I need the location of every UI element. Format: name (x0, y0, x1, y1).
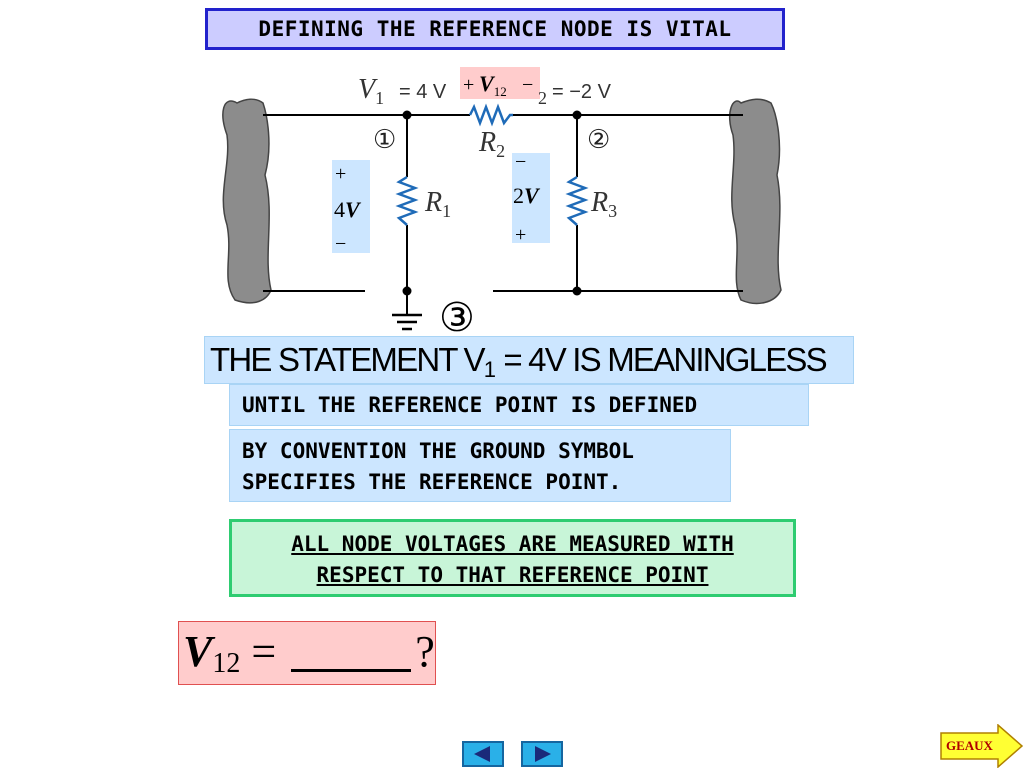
v2-subscript: 2 (538, 88, 547, 108)
circuit-diagram: + V12 − V1 = 4 V 2 = −2 V ① ② ③ R1 R2 R3… (222, 67, 782, 345)
node-1-marker: ① (373, 125, 396, 155)
question-v: V (183, 627, 213, 676)
resistor-r1-icon (395, 175, 419, 226)
statement-banner: THE STATEMENT V1 = 4V IS MEANINGLESS (204, 336, 854, 384)
wires (263, 114, 743, 315)
question-eq: = (240, 627, 288, 676)
all-nodes-line-2: RESPECT TO THAT REFERENCE POINT (316, 563, 709, 587)
mid-box-plus: + (515, 224, 526, 246)
mid-voltage-box (512, 153, 550, 243)
v1-value: = 4 V (399, 81, 447, 103)
until-note: UNTIL THE REFERENCE POINT IS DEFINED (229, 384, 809, 426)
answer-blank (291, 629, 412, 672)
v1-label: V1 (358, 74, 384, 108)
all-nodes-line-1: ALL NODE VOLTAGES ARE MEASURED WITH (291, 532, 734, 556)
statement-sub: 1 (483, 357, 496, 382)
arrow-right-icon (940, 723, 1024, 769)
v2-value: = −2 V (552, 81, 612, 103)
left-box-plus: + (335, 163, 346, 185)
mid-box-minus: − (515, 151, 526, 173)
resistor-r3-icon (565, 175, 589, 226)
v12-plus: + (463, 74, 474, 96)
geaux-button[interactable]: GEAUX (940, 723, 1024, 769)
left-electrode (222, 98, 272, 304)
v12-highlight (460, 67, 540, 99)
r1-label: R1 (424, 187, 451, 221)
mid-box-value: 2V (513, 183, 541, 208)
slide-title: DEFINING THE REFERENCE NODE IS VITAL (205, 8, 785, 50)
v12-minus: − (522, 74, 533, 96)
left-triangle-icon (474, 746, 490, 762)
next-slide-button[interactable] (521, 741, 563, 767)
r2-label: R2 (478, 127, 505, 161)
left-box-minus: − (335, 233, 346, 255)
question-sub: 12 (212, 648, 241, 679)
right-electrode (729, 98, 782, 305)
statement-post: = 4V IS MEANINGLESS (495, 341, 827, 378)
node-3-marker: ③ (439, 295, 475, 341)
left-voltage-box (332, 160, 370, 253)
v12-question: V12 = ? (178, 621, 436, 685)
all-nodes-note: ALL NODE VOLTAGES ARE MEASURED WITH RESP… (229, 519, 796, 597)
r3-label: R3 (590, 187, 617, 221)
geaux-label: GEAUX (946, 738, 993, 753)
left-box-value: 4V (334, 197, 362, 222)
node-2-marker: ② (587, 125, 610, 155)
convention-note: BY CONVENTION THE GROUND SYMBOL SPECIFIE… (229, 429, 731, 502)
right-triangle-icon (535, 746, 551, 762)
question-mark: ? (415, 627, 435, 676)
convention-line-2: SPECIFIES THE REFERENCE POINT. (242, 470, 622, 494)
prev-slide-button[interactable] (462, 741, 504, 767)
convention-line-1: BY CONVENTION THE GROUND SYMBOL (242, 439, 634, 463)
resistor-r2-icon (468, 103, 513, 127)
statement-pre: THE STATEMENT V (210, 341, 486, 378)
